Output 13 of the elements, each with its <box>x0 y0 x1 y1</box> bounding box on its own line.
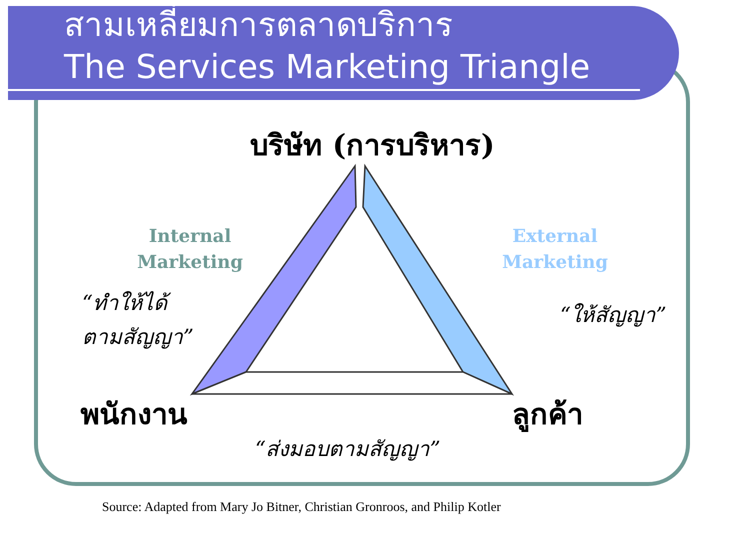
slide-title: สามเหลี่ยมการตลาดบริการ <box>64 4 453 46</box>
edge-label: External Marketing <box>501 225 609 275</box>
quote-text: “ให้สัญญา” <box>560 302 666 329</box>
triangle-side-band <box>362 164 514 396</box>
vertex-label: พนักงาน <box>76 394 192 434</box>
quote-text: “ส่งมอบตามสัญญา” <box>255 436 440 463</box>
quote-text: “ทำให้ได้ ตามสัญญา” <box>82 290 195 351</box>
vertex-label: ลูกค้า <box>512 394 632 434</box>
edge-label: Internal Marketing <box>136 225 244 275</box>
source-caption: Source: Adapted from Mary Jo Bitner, Christian Gronroos, and Philip Kotler <box>102 499 501 515</box>
vertex-label: บริษัท (การบริหาร) <box>245 124 500 166</box>
triangle-side-band <box>190 164 357 396</box>
slide-subtitle: The Services Marketing Triangle <box>64 46 590 88</box>
